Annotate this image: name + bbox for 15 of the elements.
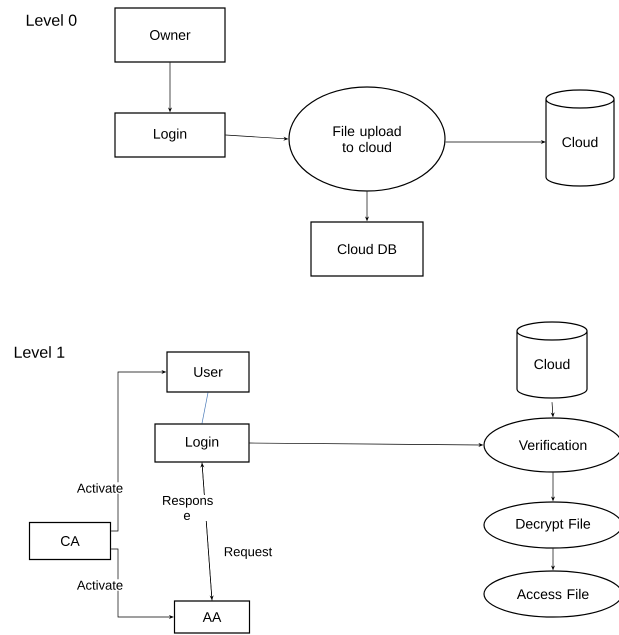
edge-label: Activate — [76, 482, 124, 494]
process-box: AA — [174, 600, 250, 634]
process-box: CA — [28, 522, 112, 560]
database-cylinder: Cloud — [545, 89, 615, 187]
process-box: User — [166, 351, 250, 393]
edge-label: Respons e — [161, 494, 213, 522]
process-box: Owner — [114, 7, 226, 63]
process-box: Cloud DB — [310, 221, 424, 277]
edge-label: Activate — [76, 579, 124, 591]
process-box: Login — [114, 112, 226, 158]
level-heading: Level 1 — [14, 346, 64, 358]
level-heading: Level 0 — [26, 14, 76, 26]
edge-label: Request — [222, 546, 274, 560]
process-box: Login — [154, 423, 250, 463]
database-cylinder: Cloud — [516, 321, 588, 399]
